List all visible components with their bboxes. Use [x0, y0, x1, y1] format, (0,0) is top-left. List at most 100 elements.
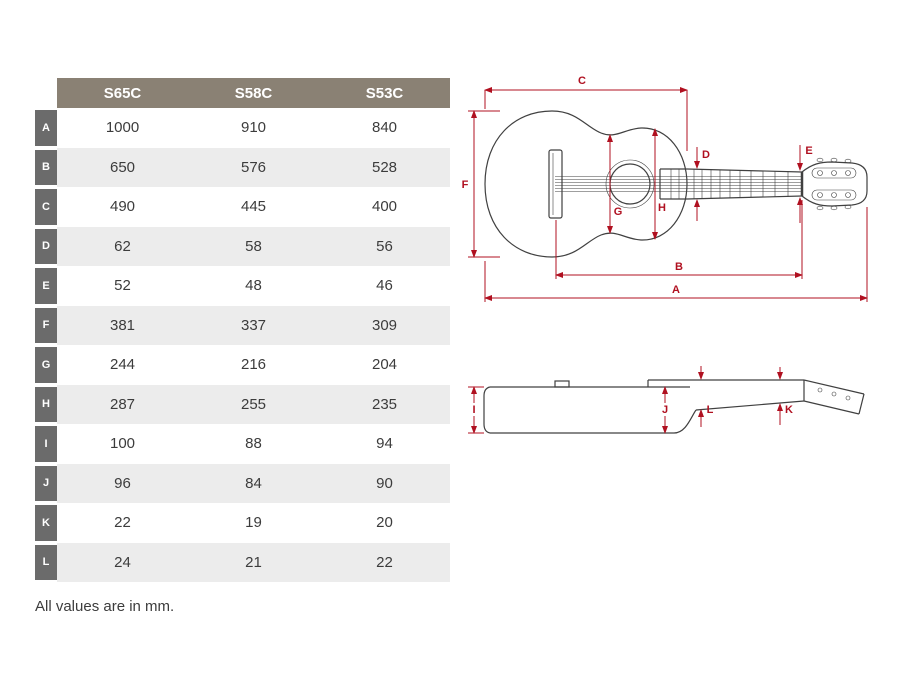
row-label: F — [35, 305, 57, 345]
cell-value: 48 — [245, 277, 262, 295]
guitar-side-view: I J L K — [466, 366, 865, 434]
cell-value: 309 — [371, 316, 398, 334]
column-header: S53C — [365, 84, 404, 102]
row-cells: 62 58 56 — [57, 226, 450, 266]
table-row: F 381 337 309 — [35, 305, 450, 345]
guitar-body-outline — [484, 110, 688, 258]
table-row: B 650 576 528 — [35, 147, 450, 187]
cell-value: 204 — [371, 356, 398, 374]
body-side-outline — [483, 386, 697, 434]
table-row: C 490 445 400 — [35, 187, 450, 227]
cell-value: 337 — [240, 316, 267, 334]
side-view-dimensions: I J L K — [466, 366, 793, 434]
headstock-side — [803, 379, 865, 415]
guitar-spec-table: S65C S58C S53C A 1000 910 840 B 650 576 … — [35, 78, 450, 582]
cell-value: 52 — [114, 277, 131, 295]
row-cells: 22 19 20 — [57, 503, 450, 543]
cell-value: 62 — [114, 237, 131, 255]
cell-value: 100 — [109, 435, 136, 453]
row-cells: 24 21 22 — [57, 542, 450, 582]
dimension-label-e: E — [805, 145, 812, 157]
cell-value: 400 — [371, 198, 398, 216]
column-header: S58C — [234, 84, 273, 102]
column-header: S65C — [103, 84, 142, 102]
neck — [659, 168, 803, 200]
bridge-side — [554, 380, 570, 388]
dimension-label-a: A — [672, 284, 680, 296]
row-cells: 287 255 235 — [57, 384, 450, 424]
strings — [555, 176, 802, 192]
table-row: I 100 88 94 — [35, 424, 450, 464]
cell-value: 24 — [114, 553, 131, 571]
row-label: J — [35, 463, 57, 503]
row-label: L — [35, 542, 57, 582]
dimension-label-l: L — [707, 404, 714, 416]
cell-value: 21 — [245, 553, 262, 571]
headstock — [801, 161, 868, 207]
guitar-front-view: C F G H D E B — [462, 75, 868, 302]
rosette — [605, 159, 655, 209]
cell-value: 576 — [240, 158, 267, 176]
cell-value: 94 — [376, 435, 393, 453]
cell-value: 216 — [240, 356, 267, 374]
table-row: H 287 255 235 — [35, 384, 450, 424]
table-row: D 62 58 56 — [35, 226, 450, 266]
cell-value: 19 — [245, 514, 262, 532]
row-cells: 381 337 309 — [57, 305, 450, 345]
headstock-slot — [811, 167, 857, 179]
row-cells: 650 576 528 — [57, 147, 450, 187]
cell-value: 528 — [371, 158, 398, 176]
cell-value: 84 — [245, 474, 262, 492]
cell-value: 56 — [376, 237, 393, 255]
cell-value: 20 — [376, 514, 393, 532]
cell-value: 650 — [109, 158, 136, 176]
dimension-label-i: I — [472, 404, 475, 416]
dimension-label-h: H — [658, 202, 666, 214]
cell-value: 255 — [240, 395, 267, 413]
tuner-rollers — [816, 157, 852, 211]
row-label: D — [35, 226, 57, 266]
cell-value: 381 — [109, 316, 136, 334]
dimension-label-c: C — [578, 75, 586, 87]
dimension-label-d: D — [702, 149, 710, 161]
cell-value: 96 — [114, 474, 131, 492]
neck-side — [647, 379, 805, 411]
row-label: G — [35, 345, 57, 385]
table-header: S65C S58C S53C — [57, 78, 450, 108]
cell-value: 22 — [376, 553, 393, 571]
table-row: G 244 216 204 — [35, 345, 450, 385]
cell-value: 46 — [376, 277, 393, 295]
row-label: I — [35, 424, 57, 464]
cell-value: 88 — [245, 435, 262, 453]
row-label: A — [35, 108, 57, 148]
front-view-dimensions: C F G H D E B — [462, 75, 868, 302]
dimension-label-f: F — [462, 179, 469, 191]
sound-hole — [609, 163, 651, 205]
table-body: A 1000 910 840 B 650 576 528 C 490 445 4… — [35, 108, 450, 582]
row-cells: 52 48 46 — [57, 266, 450, 306]
dimension-label-j: J — [662, 404, 668, 416]
row-cells: 100 88 94 — [57, 424, 450, 464]
table-row: K 22 19 20 — [35, 503, 450, 543]
table-row: E 52 48 46 — [35, 266, 450, 306]
row-cells: 244 216 204 — [57, 345, 450, 385]
cell-value: 840 — [371, 119, 398, 137]
tuner-posts-side — [817, 387, 851, 401]
row-label: E — [35, 266, 57, 306]
table-row: L 24 21 22 — [35, 542, 450, 582]
dimension-label-g: G — [614, 206, 623, 218]
cell-value: 287 — [109, 395, 136, 413]
dimension-label-k: K — [785, 404, 793, 416]
headstock-slot — [811, 189, 857, 201]
cell-value: 235 — [371, 395, 398, 413]
cell-value: 1000 — [105, 119, 140, 137]
units-note: All values are in mm. — [35, 598, 175, 615]
cell-value: 58 — [245, 237, 262, 255]
cell-value: 22 — [114, 514, 131, 532]
row-cells: 1000 910 840 — [57, 108, 450, 148]
frets — [670, 169, 789, 199]
row-label: K — [35, 503, 57, 543]
bridge — [548, 149, 563, 219]
cell-value: 445 — [240, 198, 267, 216]
table-row: J 96 84 90 — [35, 463, 450, 503]
